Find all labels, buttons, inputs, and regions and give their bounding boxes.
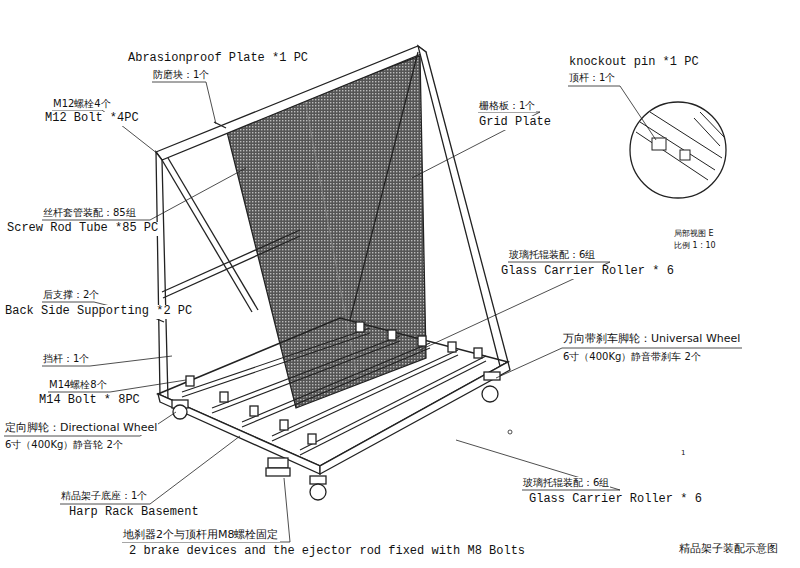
- part-label: Back Side Supporting *2 PC: [4, 305, 193, 319]
- part-label: 比例 1 : 10: [673, 241, 717, 250]
- part-label: 6寸（400Kg）静音带刹车 2个: [562, 351, 702, 363]
- part-label: Grid Plate: [478, 116, 552, 130]
- part-label: 顶杆：1个: [568, 72, 616, 84]
- part-label: 局部视图 E: [673, 229, 715, 238]
- part-label: 万向带刹车脚轮：Universal Wheel: [562, 333, 741, 346]
- part-label: M12 Bolt *4PC: [44, 112, 140, 126]
- part-label: knockout pin *1 PC: [568, 56, 700, 70]
- part-label: 地刹器2个与顶杆用M8螺栓固定: [122, 529, 280, 542]
- part-label: M14 Bolt * 8PC: [38, 394, 141, 408]
- part-label: 挡杆：1个: [42, 353, 90, 365]
- part-label: 1: [680, 449, 686, 457]
- caption: 精品架子装配示意图: [678, 543, 779, 556]
- part-label: 精品架子底座：1个: [60, 490, 148, 502]
- part-label: Harp Rack Basement: [68, 506, 200, 520]
- part-label: 定向脚轮：Directional Wheel: [4, 422, 158, 435]
- part-label: 丝杆套管装配：85组: [42, 207, 137, 219]
- part-label: 2 brake devices and the ejector rod fixe…: [128, 545, 526, 559]
- part-label: Glass Carrier Roller * 6: [528, 493, 703, 507]
- part-label: 防磨块：1个: [152, 69, 210, 81]
- part-label: 栅格板：1个: [478, 100, 536, 112]
- part-label: 6寸（400Kg）静音轮 2个: [4, 439, 124, 451]
- part-label: 玻璃托辊装配：6组: [508, 249, 596, 261]
- part-label: 后支撑：2个: [42, 289, 100, 301]
- part-label: Abrasionproof Plate *1 PC: [127, 52, 309, 66]
- part-label: 玻璃托辊装配：6组: [522, 477, 610, 489]
- part-label: Glass Carrier Roller * 6: [500, 265, 675, 279]
- part-label: M12螺栓4个: [52, 98, 112, 110]
- part-label: M14螺栓8个: [48, 379, 108, 391]
- part-label: Screw Rod Tube *85 PC: [6, 222, 159, 236]
